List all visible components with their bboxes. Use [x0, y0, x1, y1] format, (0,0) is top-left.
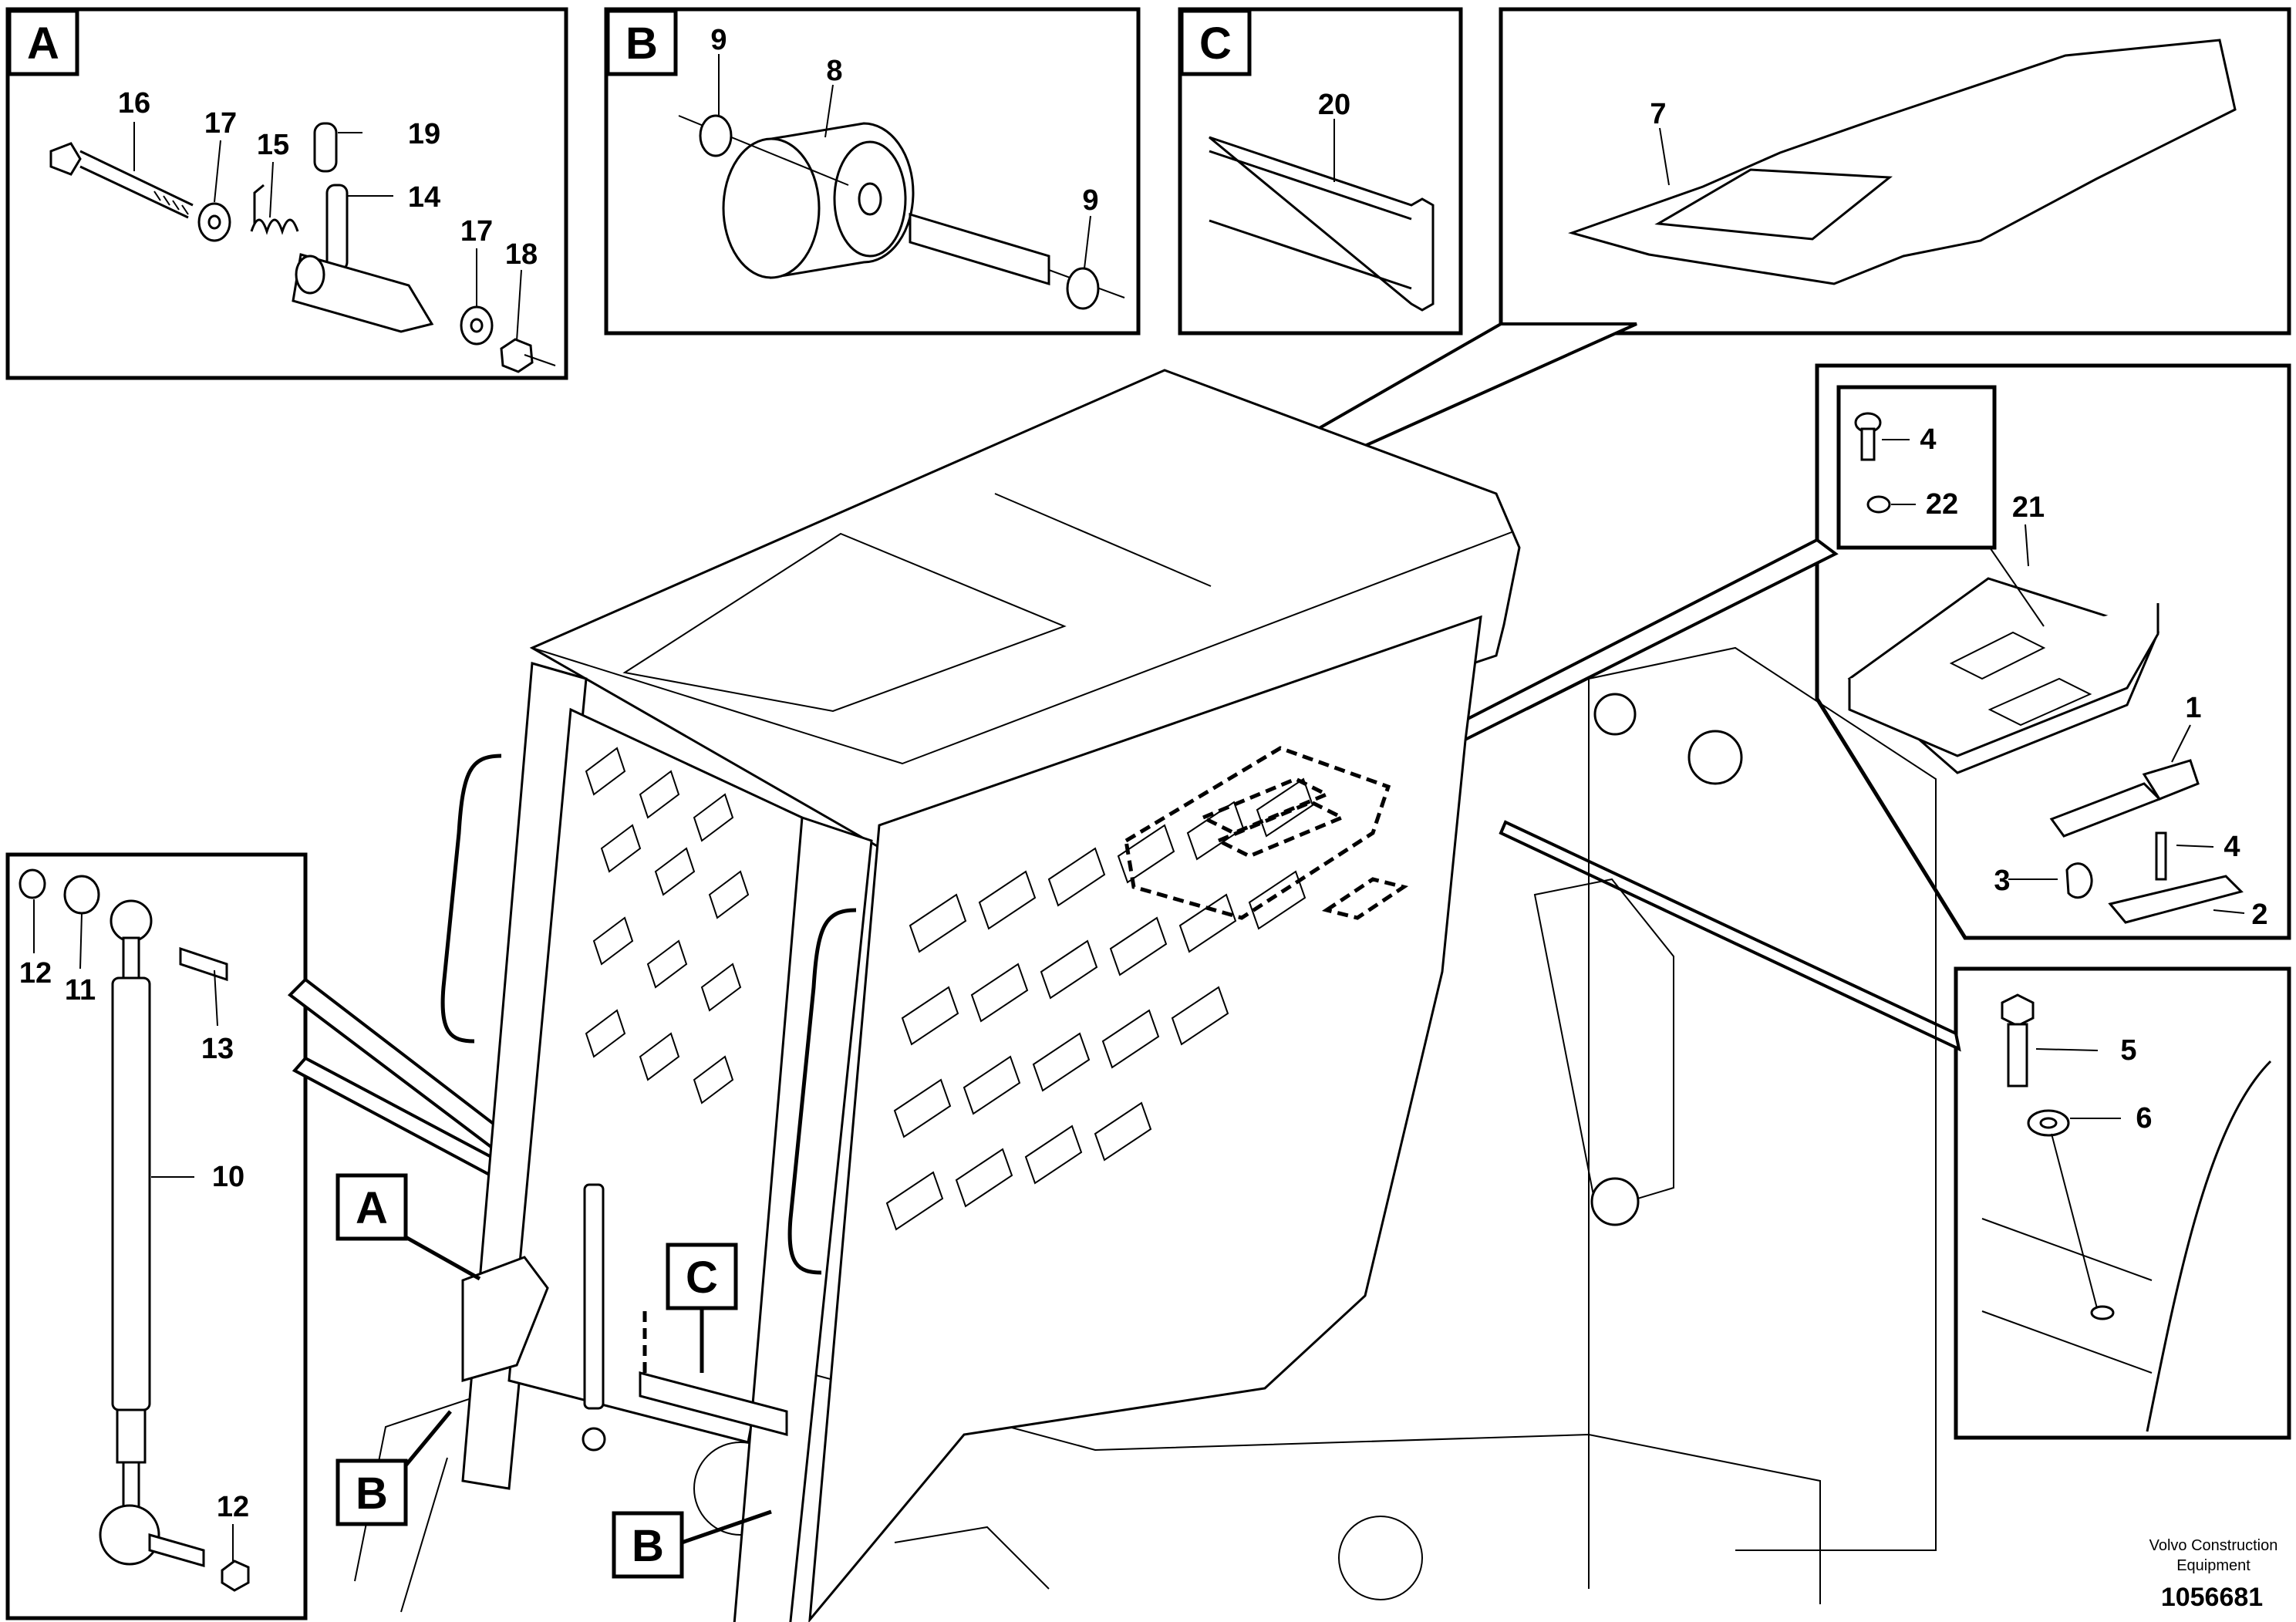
brand-line-1: Volvo Construction: [2149, 1537, 2278, 1554]
latch-1-drawing: [2049, 759, 2200, 838]
callout-2: 2: [2251, 899, 2267, 931]
bolt-detail-edge: [2146, 1060, 2272, 1432]
washer-22-drawing: [1866, 495, 1891, 514]
detail-b-letter-box: [605, 8, 678, 76]
callout-16: 16: [118, 87, 150, 120]
callout-15: 15: [257, 129, 289, 161]
document-number: 1056681: [2161, 1583, 2263, 1612]
roof-panel-opening: [622, 532, 1067, 713]
detail-a-letter-box: [7, 8, 79, 76]
detail-a-letter: A: [27, 19, 59, 69]
brand-line-2: Equipment: [2176, 1557, 2250, 1574]
tag-b-main-left: B: [335, 1410, 452, 1526]
bolt-detail-leader: [1499, 820, 1961, 1052]
roof-panel-7-drawing: [1568, 39, 2237, 285]
callout-17-bottom: 17: [460, 215, 493, 248]
callout-12-bottom: 12: [217, 1491, 249, 1523]
callout-4-top: 4: [1920, 423, 1936, 456]
detail-c-panel: C 20: [1178, 7, 1463, 336]
seal-strip-20-drawing: [1209, 136, 1435, 312]
grab-handle-left: [440, 754, 502, 1044]
callout-5: 5: [2120, 1034, 2136, 1067]
gas-strut-frame: [5, 852, 308, 1620]
clip-3-drawing: [2065, 862, 2093, 899]
cover-detail: 4 22 21 1 4 3 2: [1815, 363, 2291, 940]
tag-a-main: A: [335, 1173, 481, 1281]
svg-text:B: B: [356, 1469, 388, 1519]
detail-b-panel: B 9 8 9: [604, 7, 1141, 336]
screw-4-lower-drawing: [2155, 831, 2167, 881]
strut-installed: [583, 1183, 605, 1410]
callout-22: 22: [1926, 488, 1958, 521]
callout-11: 11: [65, 974, 96, 1007]
cover-position-outline: [1124, 746, 1391, 920]
callout-1: 1: [2185, 692, 2201, 724]
detail-c-letter-box: [1179, 8, 1252, 76]
gas-strut-10-drawing: [99, 899, 160, 1566]
callout-9-bottom: 9: [1082, 184, 1098, 217]
bolt-5-head-drawing: [2001, 993, 2035, 1027]
pin-19-drawing: [313, 122, 338, 173]
roof-panel-detail: 7: [1499, 7, 2291, 336]
bolt-12-lower-drawing: [148, 1533, 205, 1567]
spring-15-drawing: [250, 184, 299, 235]
cab-door-panel: [808, 615, 1482, 1622]
callout-21: 21: [2012, 491, 2045, 524]
detail-b-letter: B: [625, 19, 658, 69]
washer-12-drawing: [19, 868, 46, 899]
washer-11-drawing: [63, 875, 100, 915]
cab-mesh-pattern: [585, 747, 1314, 1231]
callout-8: 8: [826, 55, 842, 87]
bracket-2-drawing: [2108, 875, 2244, 924]
callout-14: 14: [408, 181, 440, 214]
clip-9-bottom-drawing: [1066, 267, 1100, 310]
tag-c-main: C: [666, 1243, 738, 1373]
roller-8-drawing: [678, 115, 1125, 298]
gas-strut-detail: 12 11 13 10 12: [5, 852, 308, 1620]
hinge-bracket: [461, 1256, 549, 1382]
callout-10: 10: [212, 1161, 244, 1193]
latch-14-drawing: [292, 184, 434, 333]
fastener-inset-frame: [1836, 385, 1997, 550]
detail-c-letter: C: [1199, 19, 1232, 69]
svg-text:C: C: [686, 1253, 718, 1303]
nut-12-drawing: [221, 1560, 250, 1592]
callout-17-top: 17: [204, 107, 237, 140]
callout-6: 6: [2136, 1102, 2152, 1135]
svg-text:A: A: [356, 1183, 388, 1233]
seal-strip-installed: [639, 1371, 788, 1436]
callout-9-top: 9: [710, 24, 727, 56]
callout-20: 20: [1318, 89, 1350, 121]
footer-branding: Volvo Construction Equipment 1056681: [2149, 1537, 2278, 1612]
grab-handle-right: [787, 908, 857, 1275]
bolt-detail: 5 6: [1954, 966, 2291, 1440]
main-cab-assembly: [354, 369, 1937, 1622]
callout-19: 19: [408, 118, 440, 150]
callout-12-top: 12: [19, 957, 52, 990]
callout-4-bottom: 4: [2224, 831, 2240, 863]
bolt-5-drawing: [2007, 1023, 2028, 1088]
nut-18-drawing: [500, 338, 534, 373]
callout-7: 7: [1650, 98, 1666, 130]
detail-a-panel: A 16 17: [5, 7, 568, 380]
callout-13: 13: [201, 1033, 234, 1065]
bolt-16-drawing: [49, 142, 194, 219]
clip-9-top-drawing: [699, 114, 733, 157]
machine-frame-lines: [1526, 646, 1937, 1589]
chassis-lines: [354, 1333, 1821, 1613]
callout-3: 3: [1994, 865, 2010, 897]
callout-18: 18: [505, 238, 538, 271]
svg-text:B: B: [632, 1521, 664, 1571]
cover-21-drawing: [1847, 577, 2160, 774]
tag-b-main-right: B: [612, 1509, 772, 1579]
